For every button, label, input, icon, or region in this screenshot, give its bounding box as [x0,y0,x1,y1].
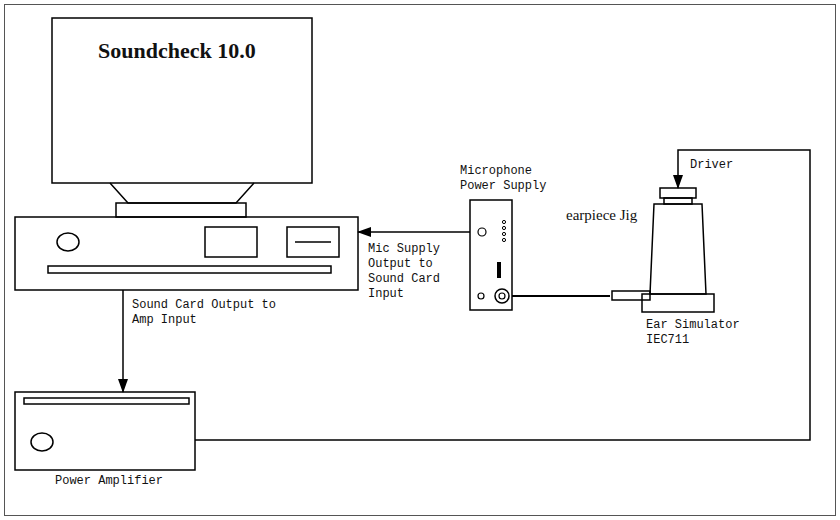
power-button [57,233,79,251]
monitor-base [116,203,246,217]
signal-label: Sound Card Output to Amp Input [132,298,292,328]
device-heading: Ear Simulator IEC711 [646,318,756,348]
computer-node: Soundcheck 10.0 [15,18,358,290]
supply-housing [470,200,512,310]
input-jack [495,289,509,303]
software-title: Soundcheck 10.0 [98,38,256,64]
indicator-dot [502,226,505,229]
case-slot [48,266,331,273]
frame-border [5,5,836,516]
signal-arrow [358,231,470,233]
monitor-screen [52,18,312,183]
signal-arrow [122,290,124,392]
amplifier-slot [24,398,189,404]
indicator-dot [502,220,505,223]
device-heading: Power Amplifier [55,474,195,489]
mic-plug [612,291,650,300]
device-heading: Microphone Power Supply [460,164,550,194]
input-jack [499,293,505,299]
part-label: Driver [690,158,733,173]
cable-line [512,295,610,297]
jig-neck [664,198,692,204]
amplifier-knob [31,433,53,451]
amplifier-housing [15,392,195,470]
drive-slot [295,241,331,243]
switch-bar [497,262,501,278]
output-socket [478,228,486,236]
simulator-body [650,204,706,294]
amplifier-node: Power Amplifier [15,392,195,470]
indicator-dot [502,238,505,241]
ear-simulator-node: Ear Simulator IEC711 [610,188,714,314]
signal-label: Mic Supply Output to Sound Card Input [368,242,448,302]
part-label: earpiece Jig [566,206,637,224]
mic-supply-node: Microphone Power Supply [470,200,512,310]
computer-case [15,217,358,290]
drive-bay [287,227,339,257]
monitor-stand [110,183,254,203]
simulator-base [642,294,714,312]
indicator-dot [502,232,505,235]
drive-bay [205,227,257,257]
led-dot [478,293,484,299]
driver-cap [660,188,696,198]
signal-arrow [195,150,810,440]
